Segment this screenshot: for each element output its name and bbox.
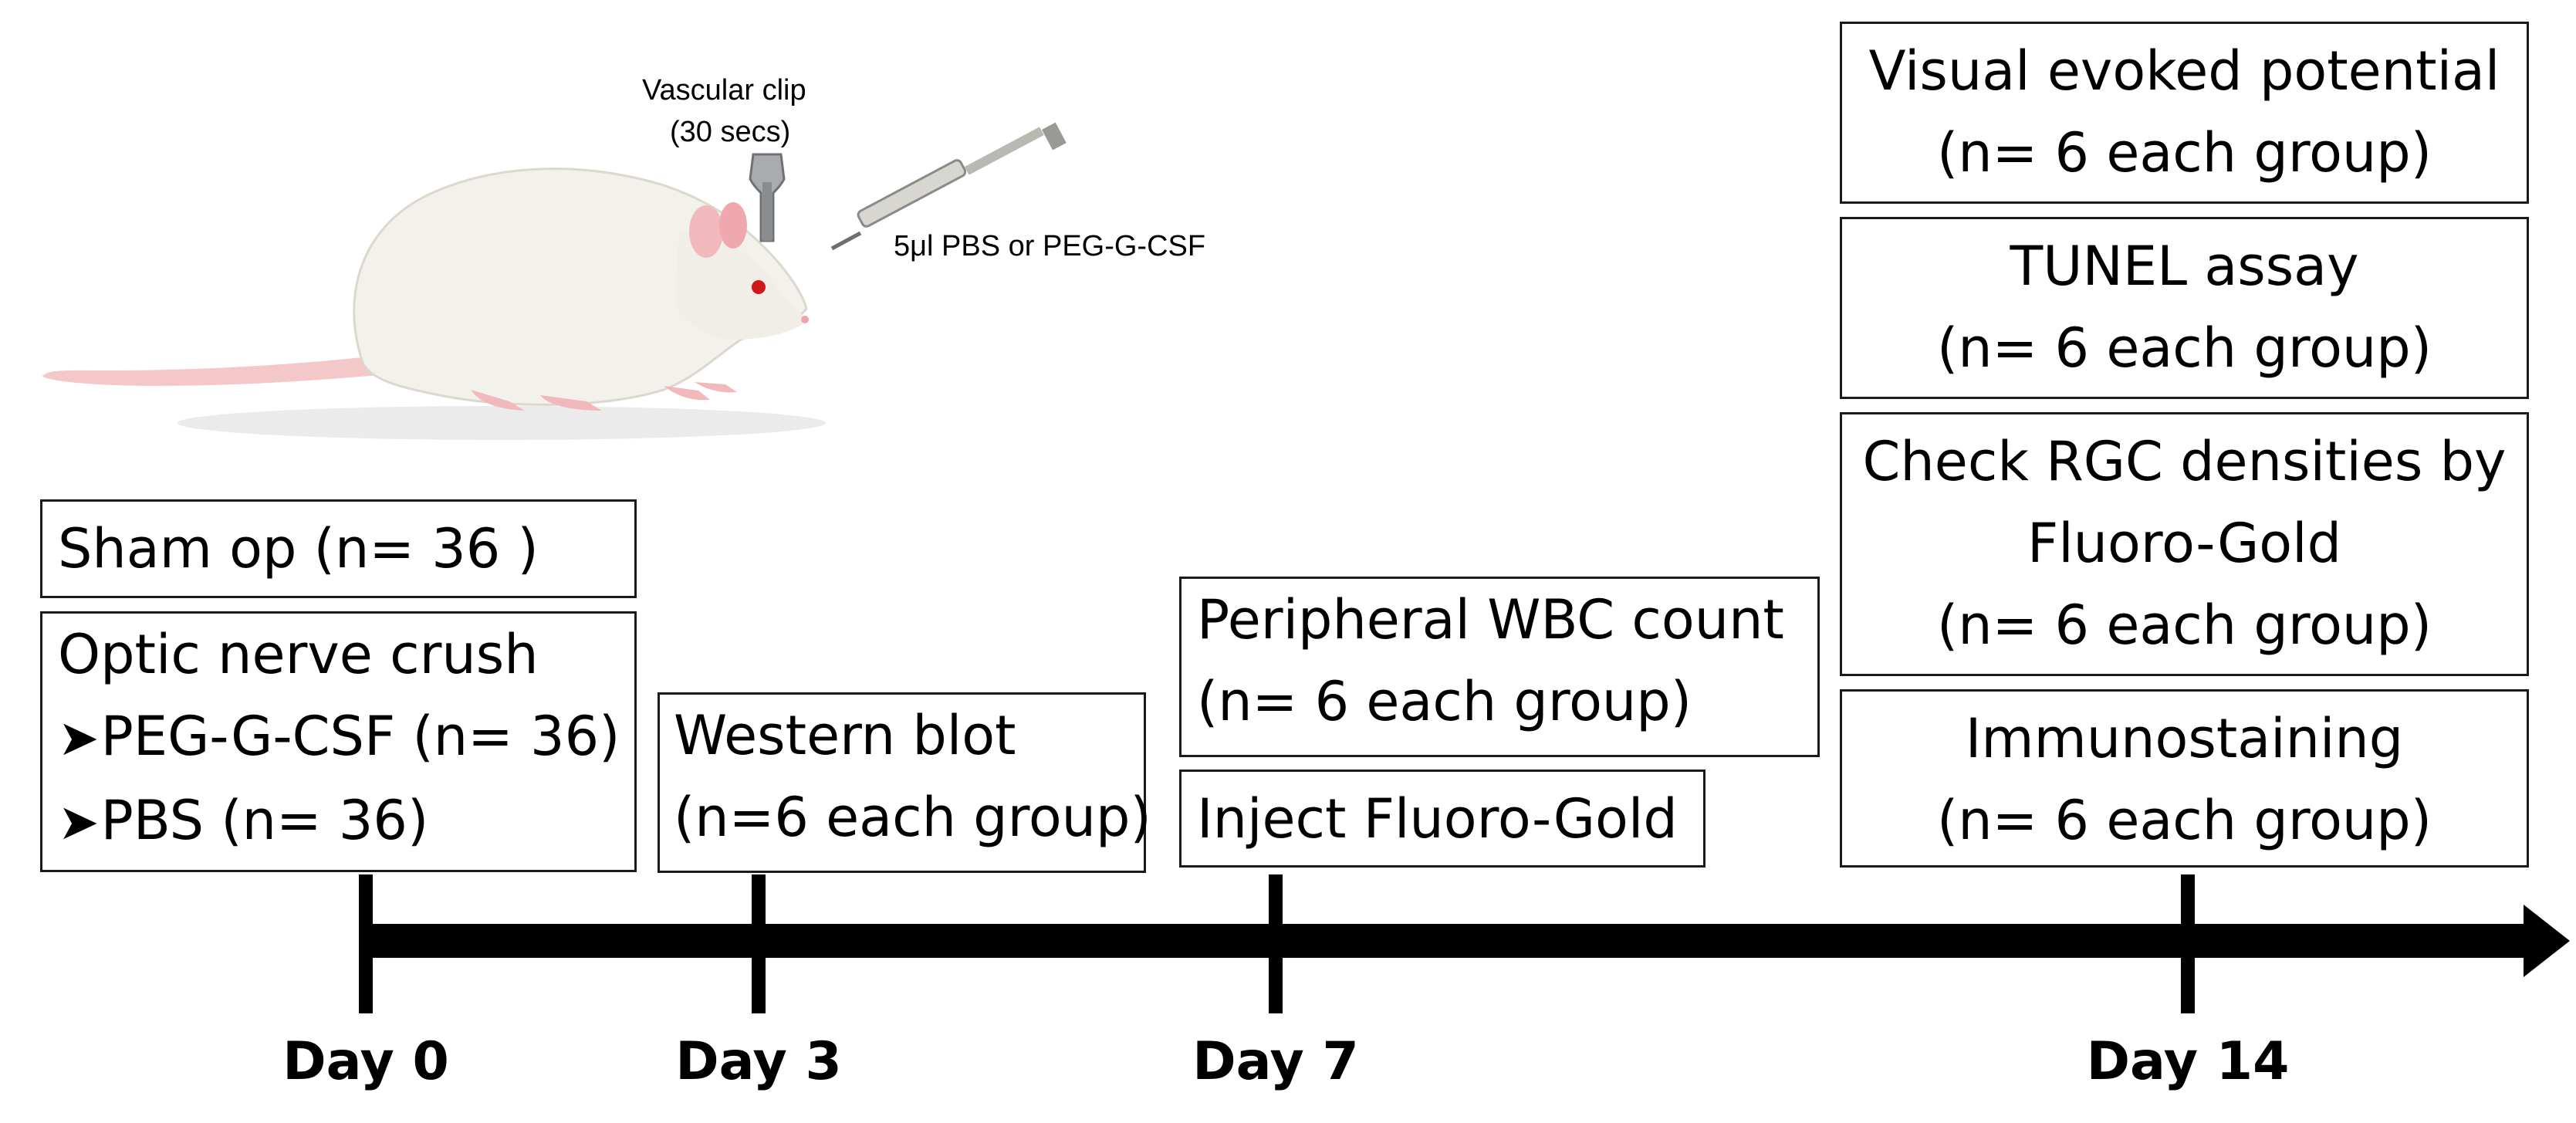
- clip-label-line1: Vascular clip: [642, 74, 806, 107]
- rgc-density-title-line2: Fluoro-Gold: [2027, 512, 2342, 575]
- day-label-7: Day 7: [1192, 1031, 1359, 1092]
- rgc-density-n: (n= 6 each group): [1936, 594, 2432, 657]
- peg-gcsf-group: ➤PEG-G-CSF (n= 36): [58, 695, 634, 780]
- timeline-bar: [363, 924, 2530, 958]
- tick-day-14: [2181, 874, 2195, 1013]
- optic-nerve-crush-title: Optic nerve crush: [58, 623, 539, 686]
- sham-op-box: Sham op (n= 36 ): [40, 499, 637, 598]
- pbs-label: PBS (n= 36): [100, 789, 429, 852]
- inject-fluoro-gold-label: Inject Fluoro-Gold: [1197, 787, 1678, 851]
- western-blot-n: (n=6 each group): [674, 786, 1151, 849]
- tunel-box: TUNEL assay (n= 6 each group): [1840, 217, 2529, 399]
- rgc-density-title-line1: Check RGC densities by: [1862, 430, 2507, 493]
- clip-label-line2: (30 secs): [670, 116, 791, 148]
- rat-illustration: [42, 167, 826, 440]
- vep-title: Visual evoked potential: [1868, 39, 2500, 103]
- wbc-count-n: (n= 6 each group): [1197, 670, 1692, 733]
- tick-day-3: [752, 874, 766, 1013]
- bullet-arrow-icon: ➤: [58, 710, 100, 767]
- bullet-arrow-icon: ➤: [58, 794, 100, 851]
- inject-fluoro-gold-box: Inject Fluoro-Gold: [1179, 770, 1706, 868]
- rgc-density-box: Check RGC densities by Fluoro-Gold (n= 6…: [1840, 412, 2529, 676]
- day-label-0: Day 0: [282, 1031, 449, 1092]
- vep-box: Visual evoked potential (n= 6 each group…: [1840, 22, 2529, 204]
- syringe-label: 5μl PBS or PEG-G-CSF: [894, 230, 1206, 262]
- tick-day-7: [1269, 874, 1283, 1013]
- day-label-14: Day 14: [2086, 1031, 2290, 1092]
- tick-day-0: [359, 874, 373, 1013]
- western-blot-box: Western blot (n=6 each group): [658, 692, 1151, 873]
- vep-n: (n= 6 each group): [1936, 121, 2432, 184]
- western-blot-title: Western blot: [674, 704, 1016, 767]
- immunostaining-n: (n= 6 each group): [1936, 789, 2432, 852]
- syringe-icon: [830, 122, 1067, 251]
- sham-op-label: Sham op (n= 36 ): [58, 517, 539, 580]
- tunel-title: TUNEL assay: [2010, 235, 2359, 298]
- timeline-arrow: [2524, 905, 2570, 977]
- day-label-3: Day 3: [675, 1031, 842, 1092]
- wbc-count-title: Peripheral WBC count: [1197, 588, 1784, 651]
- wbc-count-box: Peripheral WBC count (n= 6 each group): [1179, 577, 1820, 757]
- peg-gcsf-label: PEG-G-CSF (n= 36): [100, 705, 620, 768]
- tunel-n: (n= 6 each group): [1936, 316, 2432, 380]
- immunostaining-box: Immunostaining (n= 6 each group): [1840, 689, 2529, 868]
- vascular-clip-icon: [749, 153, 786, 242]
- immunostaining-title: Immunostaining: [1965, 707, 2404, 770]
- optic-nerve-crush-box: Optic nerve crush ➤PEG-G-CSF (n= 36) ➤PB…: [40, 611, 637, 872]
- pbs-group: ➤PBS (n= 36): [58, 780, 634, 864]
